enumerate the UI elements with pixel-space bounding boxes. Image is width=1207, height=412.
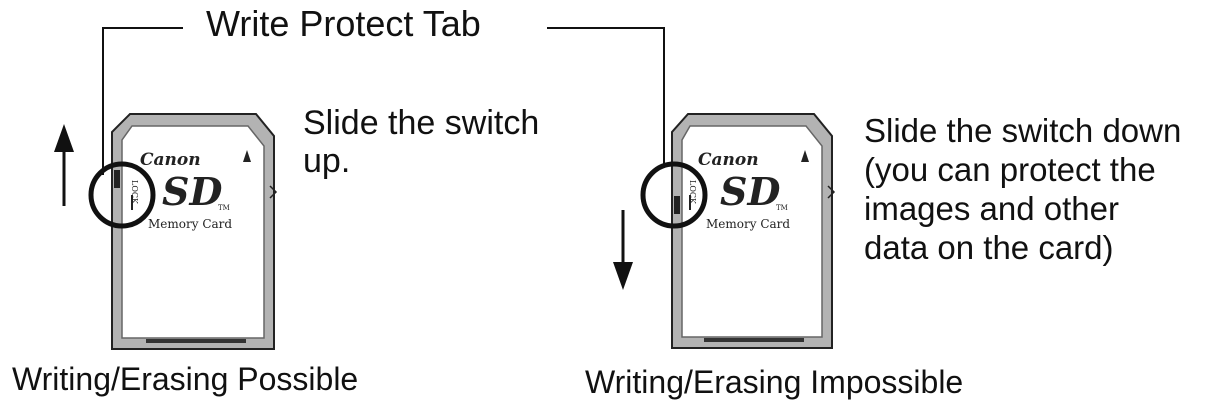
right-instruction-line: Slide the switch down — [864, 112, 1182, 149]
left-instruction-line: up. — [303, 142, 351, 181]
diagram-title: Write Protect Tab — [206, 3, 481, 44]
right-caption: Writing/Erasing Impossible — [585, 364, 964, 400]
card-type: Memory Card — [706, 217, 790, 231]
right-instruction-line: data on the card) — [864, 228, 1114, 266]
card-logo: SD — [720, 169, 780, 214]
card-tm: TM — [218, 204, 230, 212]
lock-switch-up — [114, 170, 120, 188]
up-arrow — [54, 124, 74, 206]
left-instruction: Slide the switch up. — [303, 104, 539, 180]
card-logo: SD — [162, 169, 222, 214]
card-inner-right — [681, 125, 823, 338]
lock-label: LOCK — [130, 180, 139, 205]
right-instruction-line: images and other — [864, 189, 1119, 227]
right-leader-line — [547, 27, 665, 168]
right-instruction-line: (you can protect the — [864, 150, 1156, 188]
card-brand: Canon — [698, 150, 759, 170]
card-brand: Canon — [140, 150, 201, 170]
sd-card-left: Canon SD TM Memory Card LOCK — [88, 113, 278, 350]
left-instruction-line: Slide the switch — [303, 104, 540, 142]
sd-card-right: Canon SD TM Memory Card LOCK — [640, 113, 836, 349]
card-notch-mark — [243, 150, 251, 162]
right-instruction: Slide the switch down (you can protect t… — [864, 112, 1181, 268]
lock-highlight-circle — [88, 161, 156, 229]
lock-switch-down — [674, 196, 680, 214]
card-tm: TM — [776, 204, 788, 212]
down-arrow — [613, 210, 633, 290]
lock-label: LOCK — [688, 180, 697, 205]
lock-highlight-circle — [640, 161, 708, 229]
left-leader-line — [102, 27, 183, 175]
card-inner-left — [121, 125, 265, 339]
left-caption: Writing/Erasing Possible — [12, 361, 359, 397]
card-notch-mark — [801, 150, 809, 162]
card-type: Memory Card — [148, 217, 232, 231]
